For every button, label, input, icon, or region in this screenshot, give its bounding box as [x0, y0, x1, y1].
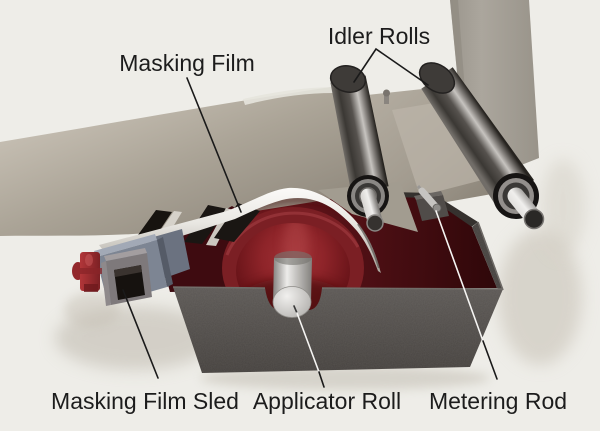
sled-film-tube	[101, 248, 152, 306]
cast-shadows	[55, 159, 585, 390]
metering-rod	[414, 185, 449, 221]
leader-idler-rolls	[353, 47, 429, 86]
film-blade-edge	[357, 223, 380, 269]
film-edge-highlight	[243, 87, 333, 105]
label-idler-rolls: Idler Rolls	[328, 23, 430, 49]
idler-roll-1-shaft	[360, 188, 384, 232]
label-masking-film: Masking Film	[119, 50, 254, 76]
masking-film-web-between-rolls	[358, 88, 515, 212]
leader-lines	[122, 47, 498, 388]
idler-roll-1	[329, 65, 389, 232]
shaft-end-cap	[272, 286, 312, 318]
label-metering-rod: Metering Rod	[429, 388, 567, 414]
label-applicator-roll: Applicator Roll	[253, 388, 401, 414]
film-guide-pin	[383, 89, 390, 104]
idler-roll-1-end-cap	[329, 65, 367, 93]
masking-film-ribbon	[99, 187, 381, 273]
leader-masking-film	[186, 77, 242, 213]
labels: Masking Film Idler Rolls Masking Film Sl…	[51, 23, 567, 414]
idler-roll-2	[418, 62, 545, 230]
leader-metering-rod	[435, 210, 498, 380]
leader-applicator-roll	[293, 305, 325, 388]
label-masking-film-sled: Masking Film Sled	[51, 388, 239, 414]
leader-masking-film-sled	[122, 289, 159, 379]
idler-roll-2-shaft	[507, 187, 545, 230]
masking-film-sled	[72, 229, 190, 306]
sled-knob	[72, 252, 102, 292]
applicator-roll-shaft	[272, 251, 312, 318]
